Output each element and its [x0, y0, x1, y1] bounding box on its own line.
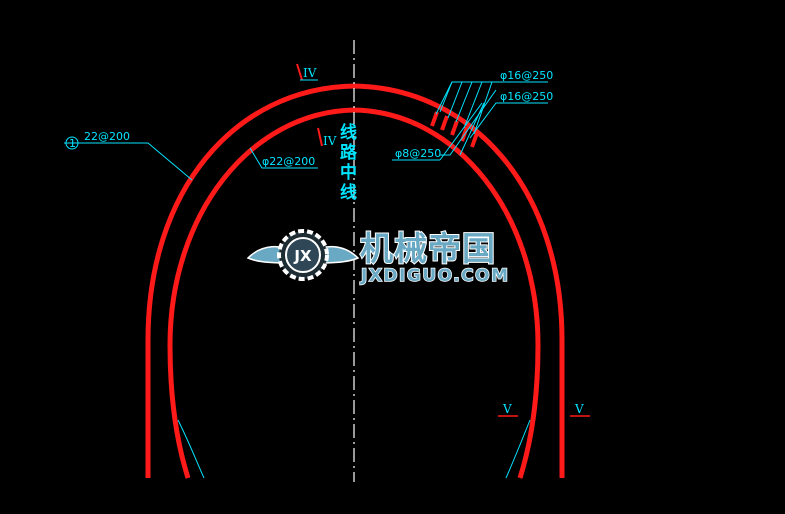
centerline-label-char: 路 — [340, 142, 358, 163]
rebar-outer-mark: 1 — [69, 137, 76, 150]
tunnel-inner-lining — [167, 107, 541, 479]
logo-emblem-text: JX — [293, 247, 312, 265]
section-iv-top-tick — [296, 63, 303, 81]
section-v-left-label: V — [502, 402, 512, 416]
centerline-label: 线 路 中 线 — [340, 122, 358, 203]
centerline-label-char: 线 — [340, 122, 357, 143]
centerline-label-char: 线 — [340, 182, 357, 203]
centerline-label-char: 中 — [340, 162, 357, 183]
inner-contour-left — [177, 419, 205, 479]
section-iv-inner-label: IV — [323, 134, 337, 148]
rebar-leader-inner — [249, 147, 318, 169]
gear-wings-logo-icon: JX — [246, 229, 360, 281]
rebar-right-label-2: φ16@250 — [500, 90, 553, 103]
section-iv-inner-tick — [317, 127, 323, 147]
rebar-leader-left — [64, 142, 193, 181]
rebar-right-label-3: φ8@250 — [395, 147, 441, 160]
rebar-leaders-right — [392, 81, 548, 161]
rebar-mark-circle — [65, 136, 79, 150]
rebar-inner-label: φ22@200 — [262, 155, 315, 168]
rebar-outer-label: 22@200 — [84, 130, 130, 143]
section-v-right-label: V — [574, 402, 584, 416]
watermark-logo: JX 机械帝国 JXDIGUO.COM — [246, 228, 510, 287]
tunnel-outer-lining — [145, 83, 565, 478]
watermark-name-en: JXDIGUO.COM — [360, 266, 510, 286]
rebar-right-label-1: φ16@250 — [500, 69, 553, 82]
section-iv-top-label: IV — [303, 66, 317, 80]
inner-contour-right — [505, 419, 531, 479]
watermark-name-cn: 机械帝国 — [360, 229, 496, 268]
